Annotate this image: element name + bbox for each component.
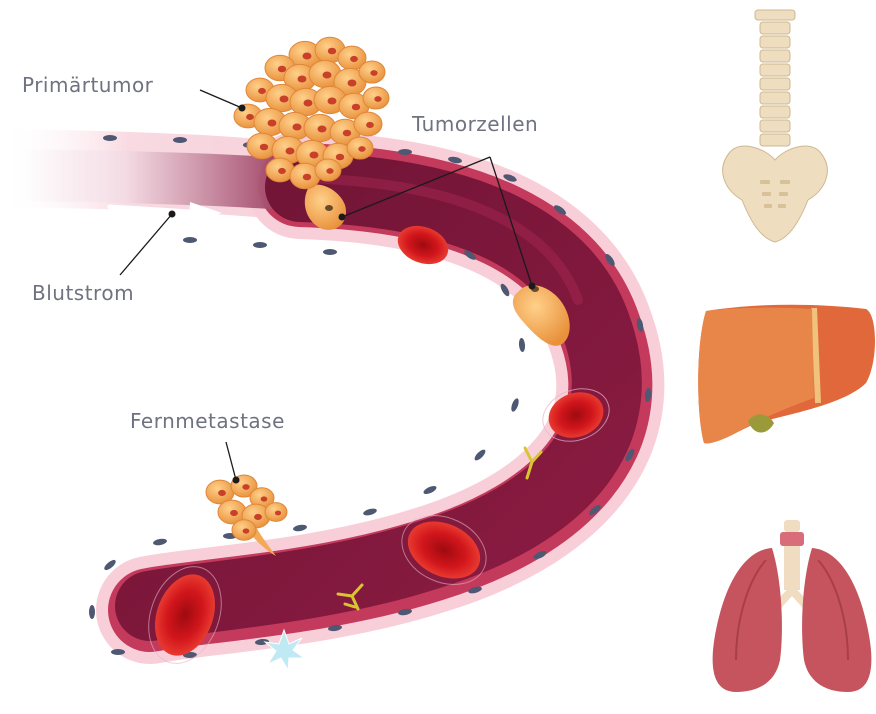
tumor-cell <box>315 159 341 181</box>
tumor-cell <box>232 520 256 540</box>
label-blood-flow: Blutstrom <box>32 281 134 305</box>
spine-pelvis-icon <box>723 10 828 242</box>
blood-vessel <box>0 168 610 610</box>
tumor-cell <box>347 137 373 159</box>
leader-primary-tumor <box>200 90 242 108</box>
label-primary-tumor: Primärtumor <box>22 73 154 97</box>
tumor-cell <box>359 61 385 83</box>
lungs-icon <box>713 520 872 692</box>
tumor-cell <box>354 112 382 136</box>
label-tumor-cells: Tumorzellen <box>411 112 538 136</box>
tumor-cell <box>265 503 287 522</box>
tumor-cell <box>363 87 389 109</box>
label-distant-metastasis: Fernmetastase <box>130 409 285 433</box>
liver-icon <box>698 305 875 444</box>
leader-metastasis <box>226 442 236 480</box>
leader-blood-flow <box>120 214 172 275</box>
